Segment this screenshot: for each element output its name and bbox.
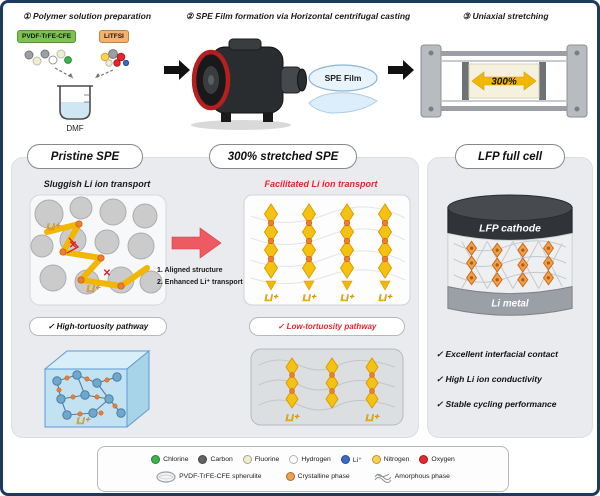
nitrogen-dot-icon [371,455,381,465]
full-cell-benefits: ✓ Excellent interfacial contact ✓ High L… [436,349,590,424]
li-ion-label: Li⁺ [341,293,355,303]
aligned-structure-diagram: Li⁺ Li⁺ Li⁺ Li⁺ [243,194,411,306]
benefit-ion-conductivity: ✓ High Li ion conductivity [436,374,542,384]
beaker-icon [57,85,93,120]
lfp-full-cell-diagram: LFP cathode Li metal [447,194,573,316]
li-ion-label: Li⁺ [286,413,300,423]
solvent-label: DMF [66,124,84,133]
amorphous-phase-icon [374,473,392,483]
lfp-full-cell-title: LFP full cell [455,144,565,169]
spe-film-icon: SPE Film [308,64,378,114]
chem-pill-pvdf: PVDF-TrFE-CFE [17,30,77,43]
pristine-spherulite-diagram: ✕ ✕ Li⁺ Li⁺ [29,194,167,306]
carbon-dot-icon [198,455,208,465]
process-arrow-icon [388,60,414,80]
legend-phases-row: PVDF-TrFE-CFE spherulite Crystalline pha… [104,471,502,483]
step1-label: ① Polymer solution preparation [22,11,152,21]
process-arrow-icon [164,60,190,80]
legend-item-crystalline: Crystalline phase [285,472,350,482]
facilitated-transport-caption: Facilitated Li ion transport [264,179,378,189]
benefit-cycling-performance: ✓ Stable cycling performance [436,399,557,409]
lfp-cathode-label: LFP cathode [479,223,541,234]
legend-item-chlorine: Chlorine [151,455,188,465]
li-ion-label: Li⁺ [87,284,101,294]
li-ion-label: Li⁺ [265,293,279,303]
legend-item-amorphous: Amorphous phase [374,471,450,483]
legend-item-carbon: Carbon [198,455,233,465]
blocked-path-cross: ✕ [69,240,77,251]
molecule-models-icon [24,49,130,79]
stretch-benefit-notes: 1. Aligned structure 2. Enhanced Li⁺ tra… [157,265,247,289]
li-ion-label: Li⁺ [77,416,91,426]
centrifugal-casting-machine-icon [191,38,307,130]
li-ion-label: Li⁺ [47,222,61,232]
chem-pill-litfsi: LiTFSI [99,30,129,43]
li-ion-label: Li⁺ [303,293,317,303]
spe-film-label: SPE Film [325,73,362,83]
legend-item-fluorine: Fluorine [242,455,279,465]
hydrogen-dot-icon [289,455,299,465]
spherulite-icon [156,471,176,483]
legend-item-nitrogen: Nitrogen [371,455,409,465]
li-ion-dot-icon [340,455,350,465]
oxygen-dot-icon [419,455,429,465]
stretching-rig-icon: 300% [420,44,588,118]
legend: Chlorine Carbon Fluorine Hydrogen Li⁺ Ni… [97,446,509,492]
li-ion-label: Li⁺ [366,413,380,423]
legend-item-li-ion: Li⁺ [340,455,362,465]
transform-arrow-icon [171,227,222,259]
legend-item-spherulite: PVDF-TrFE-CFE spherulite [156,471,262,483]
benefit-interfacial-contact: ✓ Excellent interfacial contact [436,349,558,359]
high-tortuosity-cube-diagram: Li⁺ [43,349,151,429]
step3-label: ③ Uniaxial stretching [462,11,549,21]
fluorine-dot-icon [242,455,252,465]
chlorine-dot-icon [151,455,161,465]
step2-label: ② SPE Film formation via Horizontal cent… [185,11,411,21]
high-tortuosity-pill: ✓ High-tortuosity pathway [29,317,167,336]
blocked-path-cross: ✕ [103,268,111,279]
note-enhanced-transport: 2. Enhanced Li⁺ transport [157,278,243,286]
sluggish-transport-caption: Sluggish Li ion transport [43,179,151,189]
low-tortuosity-slab-diagram: Li⁺ Li⁺ [250,348,404,426]
stretch-percentage-label: 300% [491,77,517,88]
li-ion-label: Li⁺ [379,293,393,303]
legend-item-hydrogen: Hydrogen [289,455,331,465]
pristine-spe-title: Pristine SPE [27,144,143,169]
stretched-spe-title: 300% stretched SPE [209,144,357,169]
legend-atoms-row: Chlorine Carbon Fluorine Hydrogen Li⁺ Ni… [104,455,502,465]
note-aligned-structure: 1. Aligned structure [157,267,223,274]
low-tortuosity-pill: ✓ Low-tortuosity pathway [249,317,405,336]
li-metal-label: Li metal [491,298,528,309]
legend-item-oxygen: Oxygen [419,455,455,465]
crystalline-phase-icon [285,472,295,482]
